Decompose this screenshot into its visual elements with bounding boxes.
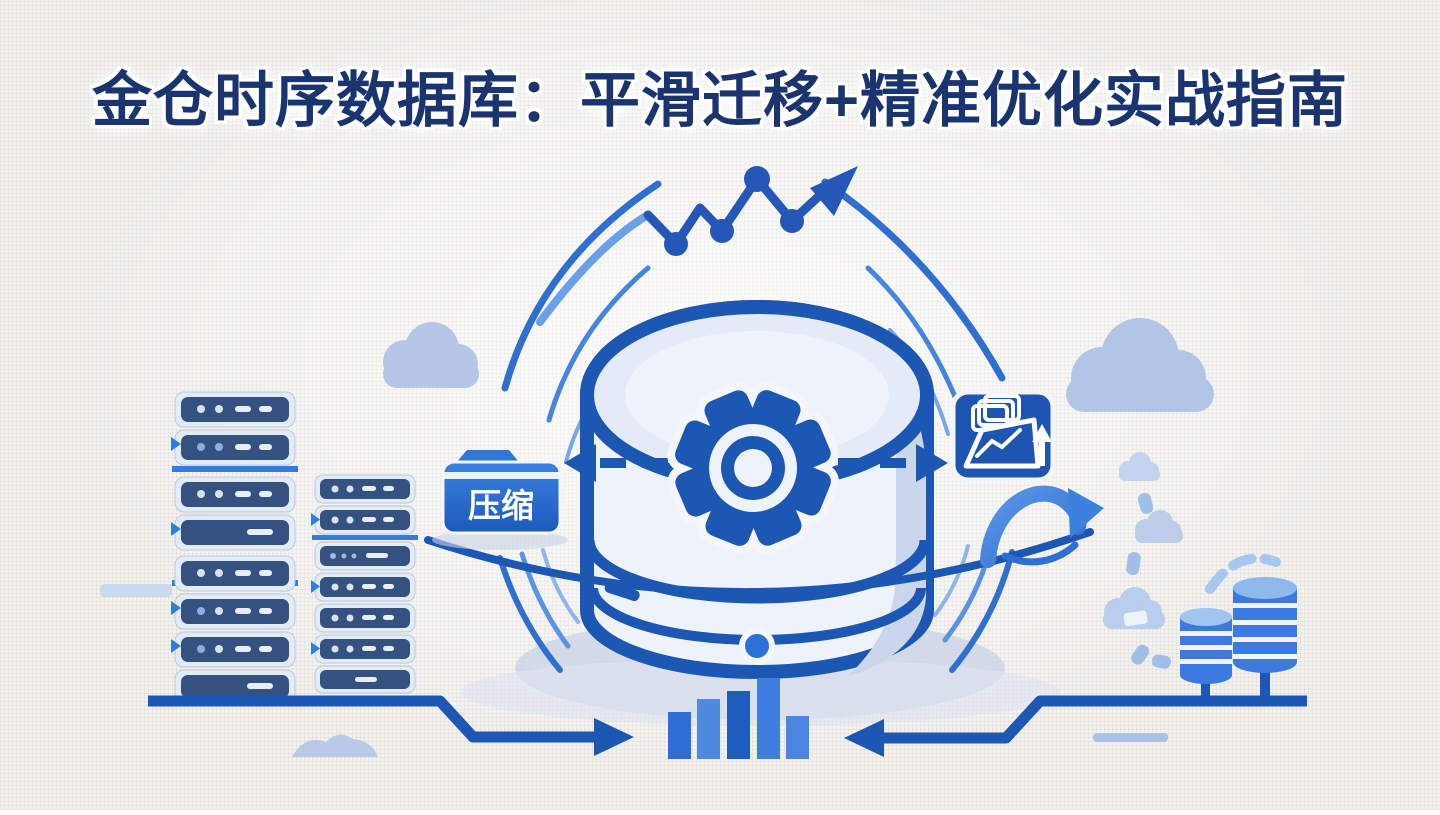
transfer-arrow-right [916,444,948,482]
bar [727,691,750,759]
cloud-right-icon [1066,318,1214,412]
bar [786,716,809,759]
page-title: 金仓时序数据库：平滑迁移+精准优化实战指南 [91,67,1349,134]
bar [757,678,780,759]
database-port-dot [739,628,775,664]
gear-icon [667,382,839,554]
cloud-left-icon [383,322,479,388]
flow-arrow-right-to-center [844,695,1307,757]
target-database-cylinders [1180,577,1297,702]
bar-chart-icon [668,678,809,759]
shelf-left [100,584,172,597]
export-folder-icon [950,389,1056,483]
flow-arrow-left-to-center [148,695,634,756]
transfer-arrow-left [564,444,596,482]
small-cylinder [1180,608,1232,684]
server-rack-tall [171,391,298,704]
cloud-hill-bottom-left [292,734,378,757]
bar [697,699,720,759]
light-dash-bottom-right [1093,733,1168,742]
line-chart-up-icon [536,166,858,326]
bar [668,712,691,759]
server-rack-short [311,474,418,694]
large-cylinder [1233,577,1297,673]
compression-label: 压缩 [468,487,534,524]
export-swoosh-arrow [980,485,1104,568]
cloud-trail [1103,452,1281,669]
compression-folder-icon: 压缩 [432,450,568,550]
